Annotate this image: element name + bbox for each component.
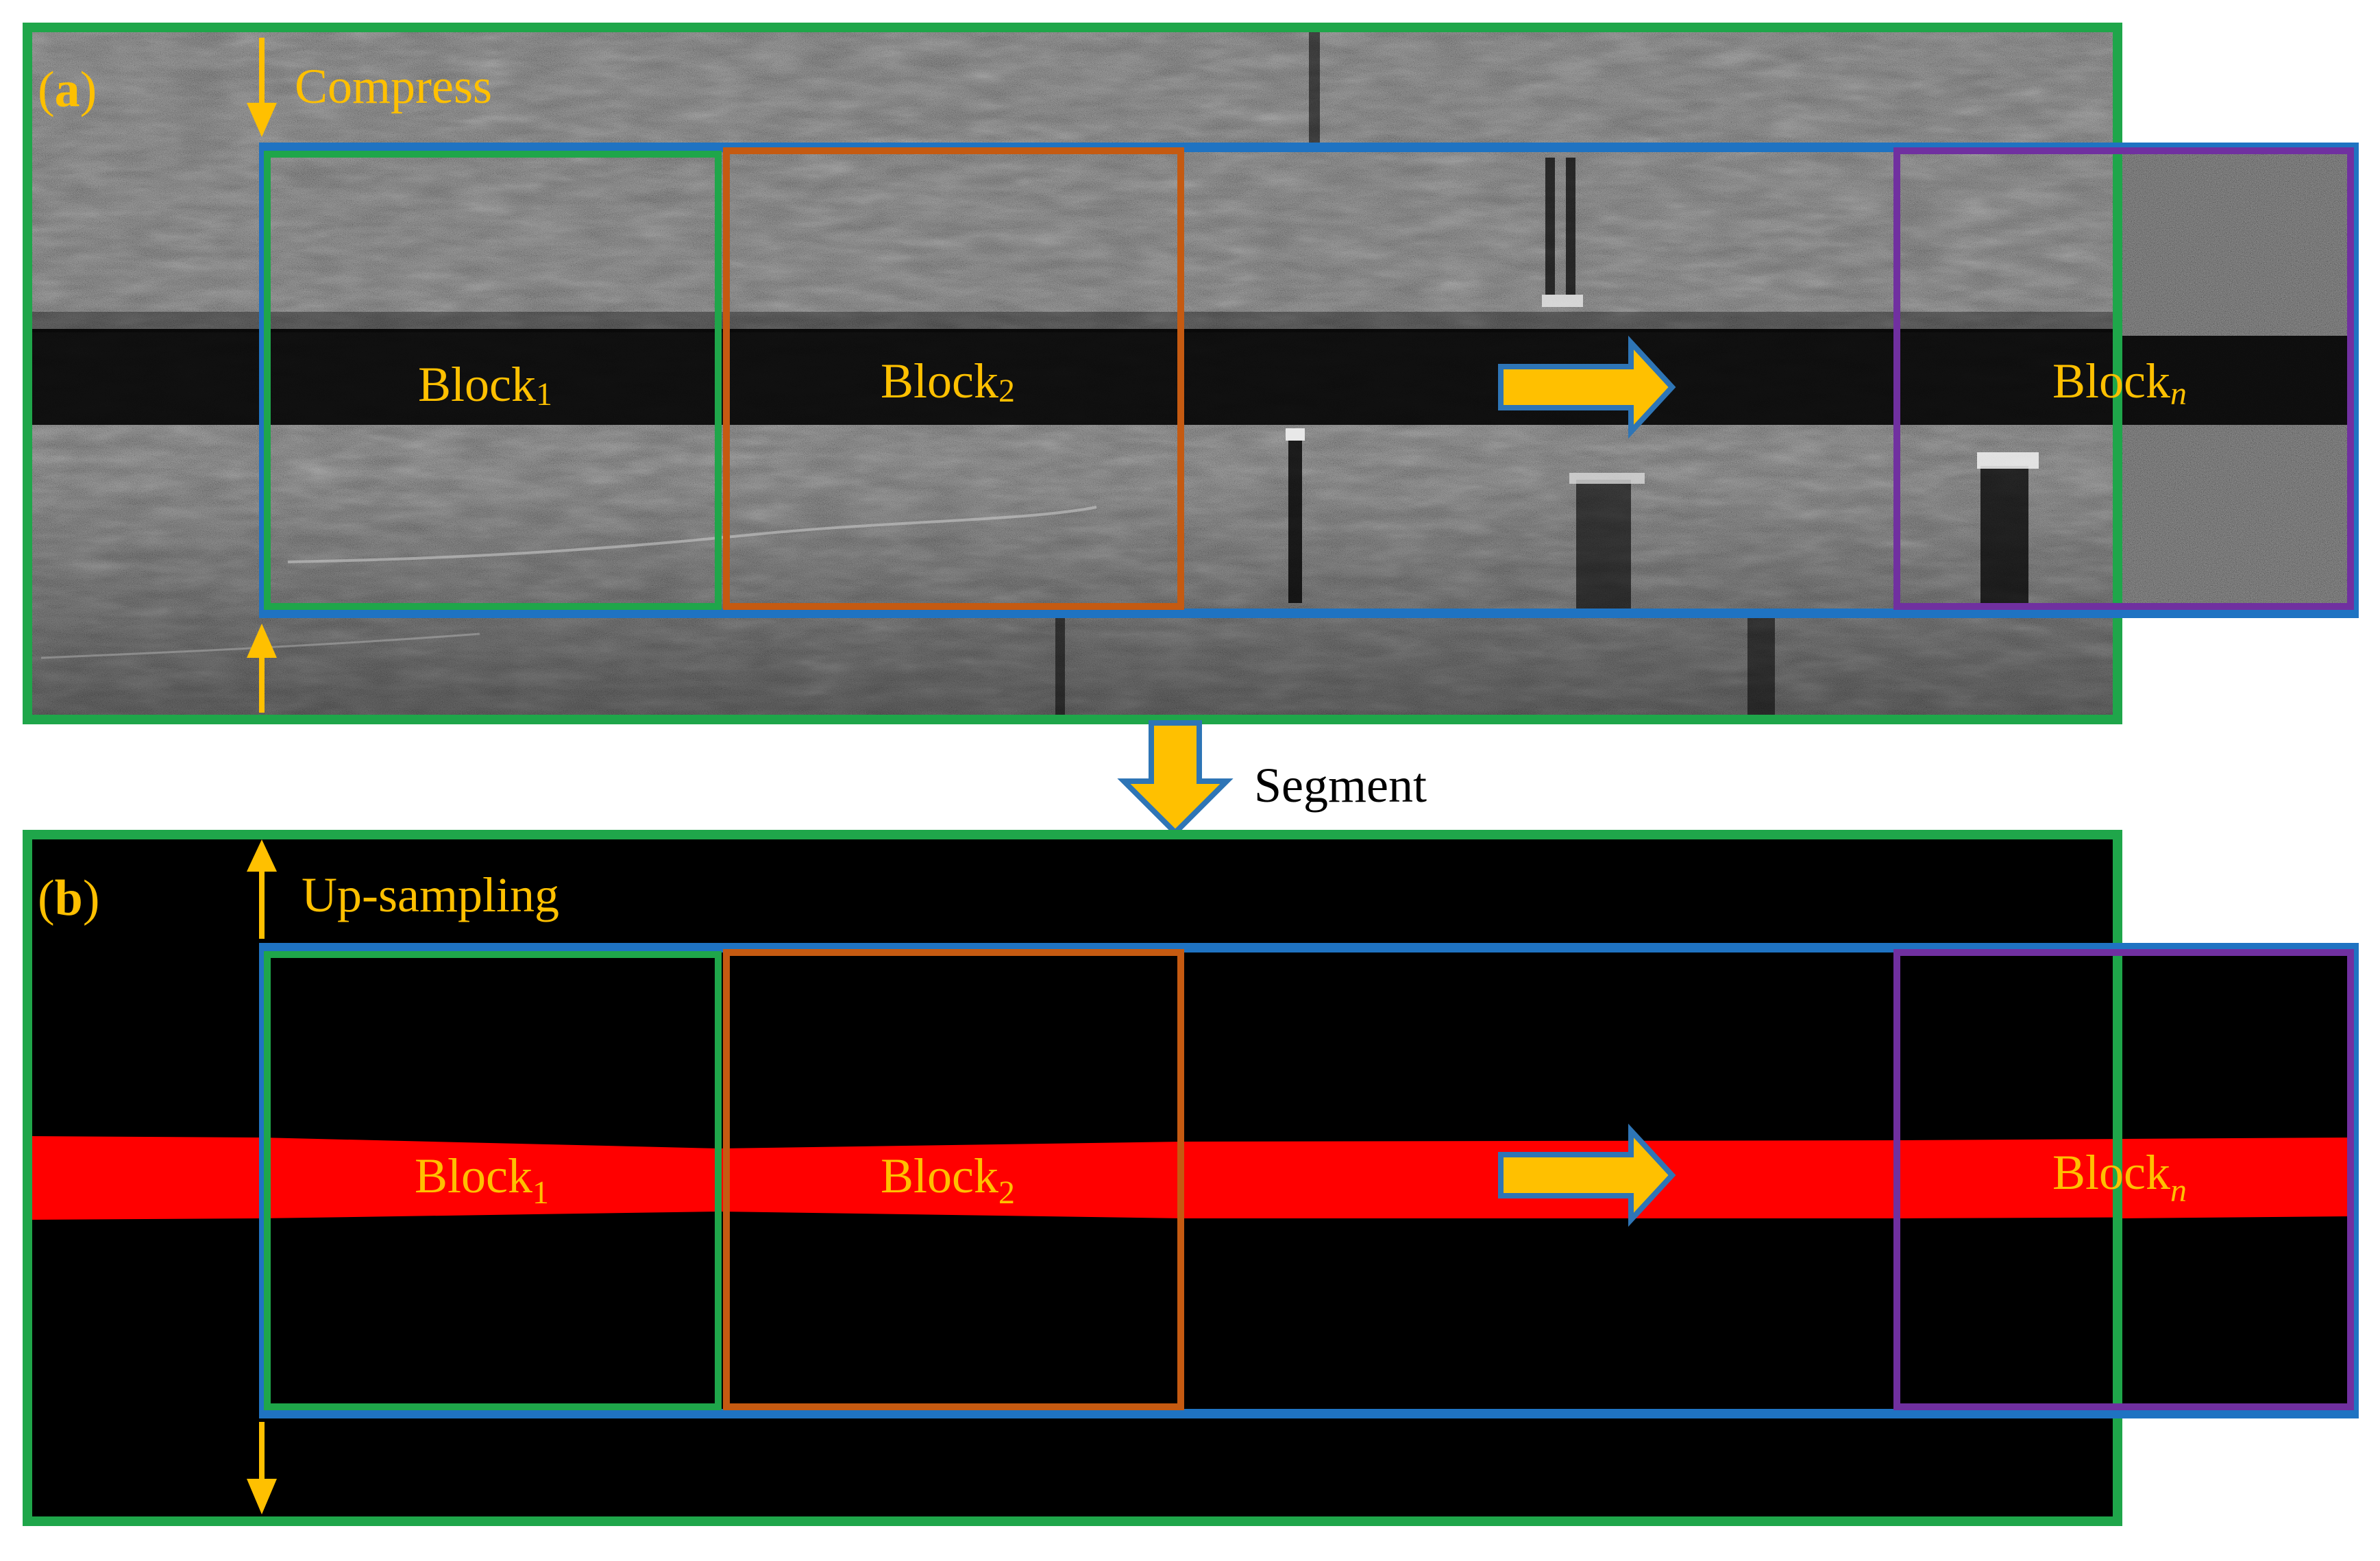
upsampling-arrow-top (247, 839, 277, 939)
compress-arrow-top (247, 38, 277, 137)
panel-a-label: (a) (38, 62, 97, 118)
vertical-streak (1309, 27, 1320, 144)
panel-a-block2-box (723, 147, 1184, 610)
target-feature-1-top (1286, 428, 1305, 441)
target-feature-2 (1576, 480, 1631, 617)
panel-a-blockn-box (1893, 147, 2354, 610)
panel-b-direction-arrow (1498, 1123, 1676, 1227)
panel-a-block1-box (264, 151, 722, 610)
vertical-streak-2 (1055, 617, 1065, 720)
pole-feature-2 (1566, 158, 1575, 295)
segment-label: Segment (1254, 758, 1427, 813)
vertical-streak-3 (1747, 617, 1775, 720)
segment-connector: Segment (1117, 720, 1427, 837)
panel-a-direction-arrow (1498, 335, 1676, 439)
target-feature-2-top (1569, 473, 1645, 484)
panel-a-strip-overflow-band (2122, 336, 2349, 425)
compress-arrow-bottom (247, 624, 277, 713)
panel-a: (a) Compress Block1 Block2 Blockn (23, 23, 2359, 724)
pole-feature-top (1542, 295, 1583, 307)
panel-a-border (23, 23, 2122, 724)
panel-a-blockn-label: Blockn (2052, 354, 2187, 412)
segmentation-band-overflow (2122, 1138, 2351, 1218)
panel-a-block2-label: Block2 (881, 354, 1015, 409)
nadir-band (27, 329, 2118, 425)
panel-b-block1-box (264, 951, 722, 1410)
panel-a-block1-label: Block1 (418, 357, 552, 413)
nadir-band-edge (27, 312, 2118, 332)
panel-b-border (23, 830, 2122, 1526)
compress-label: Compress (295, 59, 492, 114)
target-feature-3 (1980, 466, 2028, 603)
panel-b-block2-label: Block2 (881, 1148, 1015, 1211)
panel-b-block1-label: Block1 (415, 1148, 549, 1211)
lower-fade (27, 480, 2118, 720)
panel-b-blockn-label: Blockn (2052, 1145, 2187, 1209)
seabed-line (287, 506, 1097, 563)
segment-down-arrow (1117, 720, 1234, 837)
panel-b-label: (b) (38, 870, 99, 926)
target-feature-3-top (1977, 452, 2039, 469)
target-feature-1 (1288, 432, 1302, 603)
pole-feature (1545, 158, 1555, 295)
panel-b-block2-box (723, 949, 1184, 1410)
panel-b-blockn-box (1893, 949, 2354, 1410)
upsampling-label: Up-sampling (302, 868, 559, 922)
upsampling-arrow-bottom (247, 1422, 277, 1514)
segmentation-band (32, 1136, 2351, 1220)
panel-b: (b) Up-sampling Block1 Block2 Blockn (23, 830, 2359, 1526)
